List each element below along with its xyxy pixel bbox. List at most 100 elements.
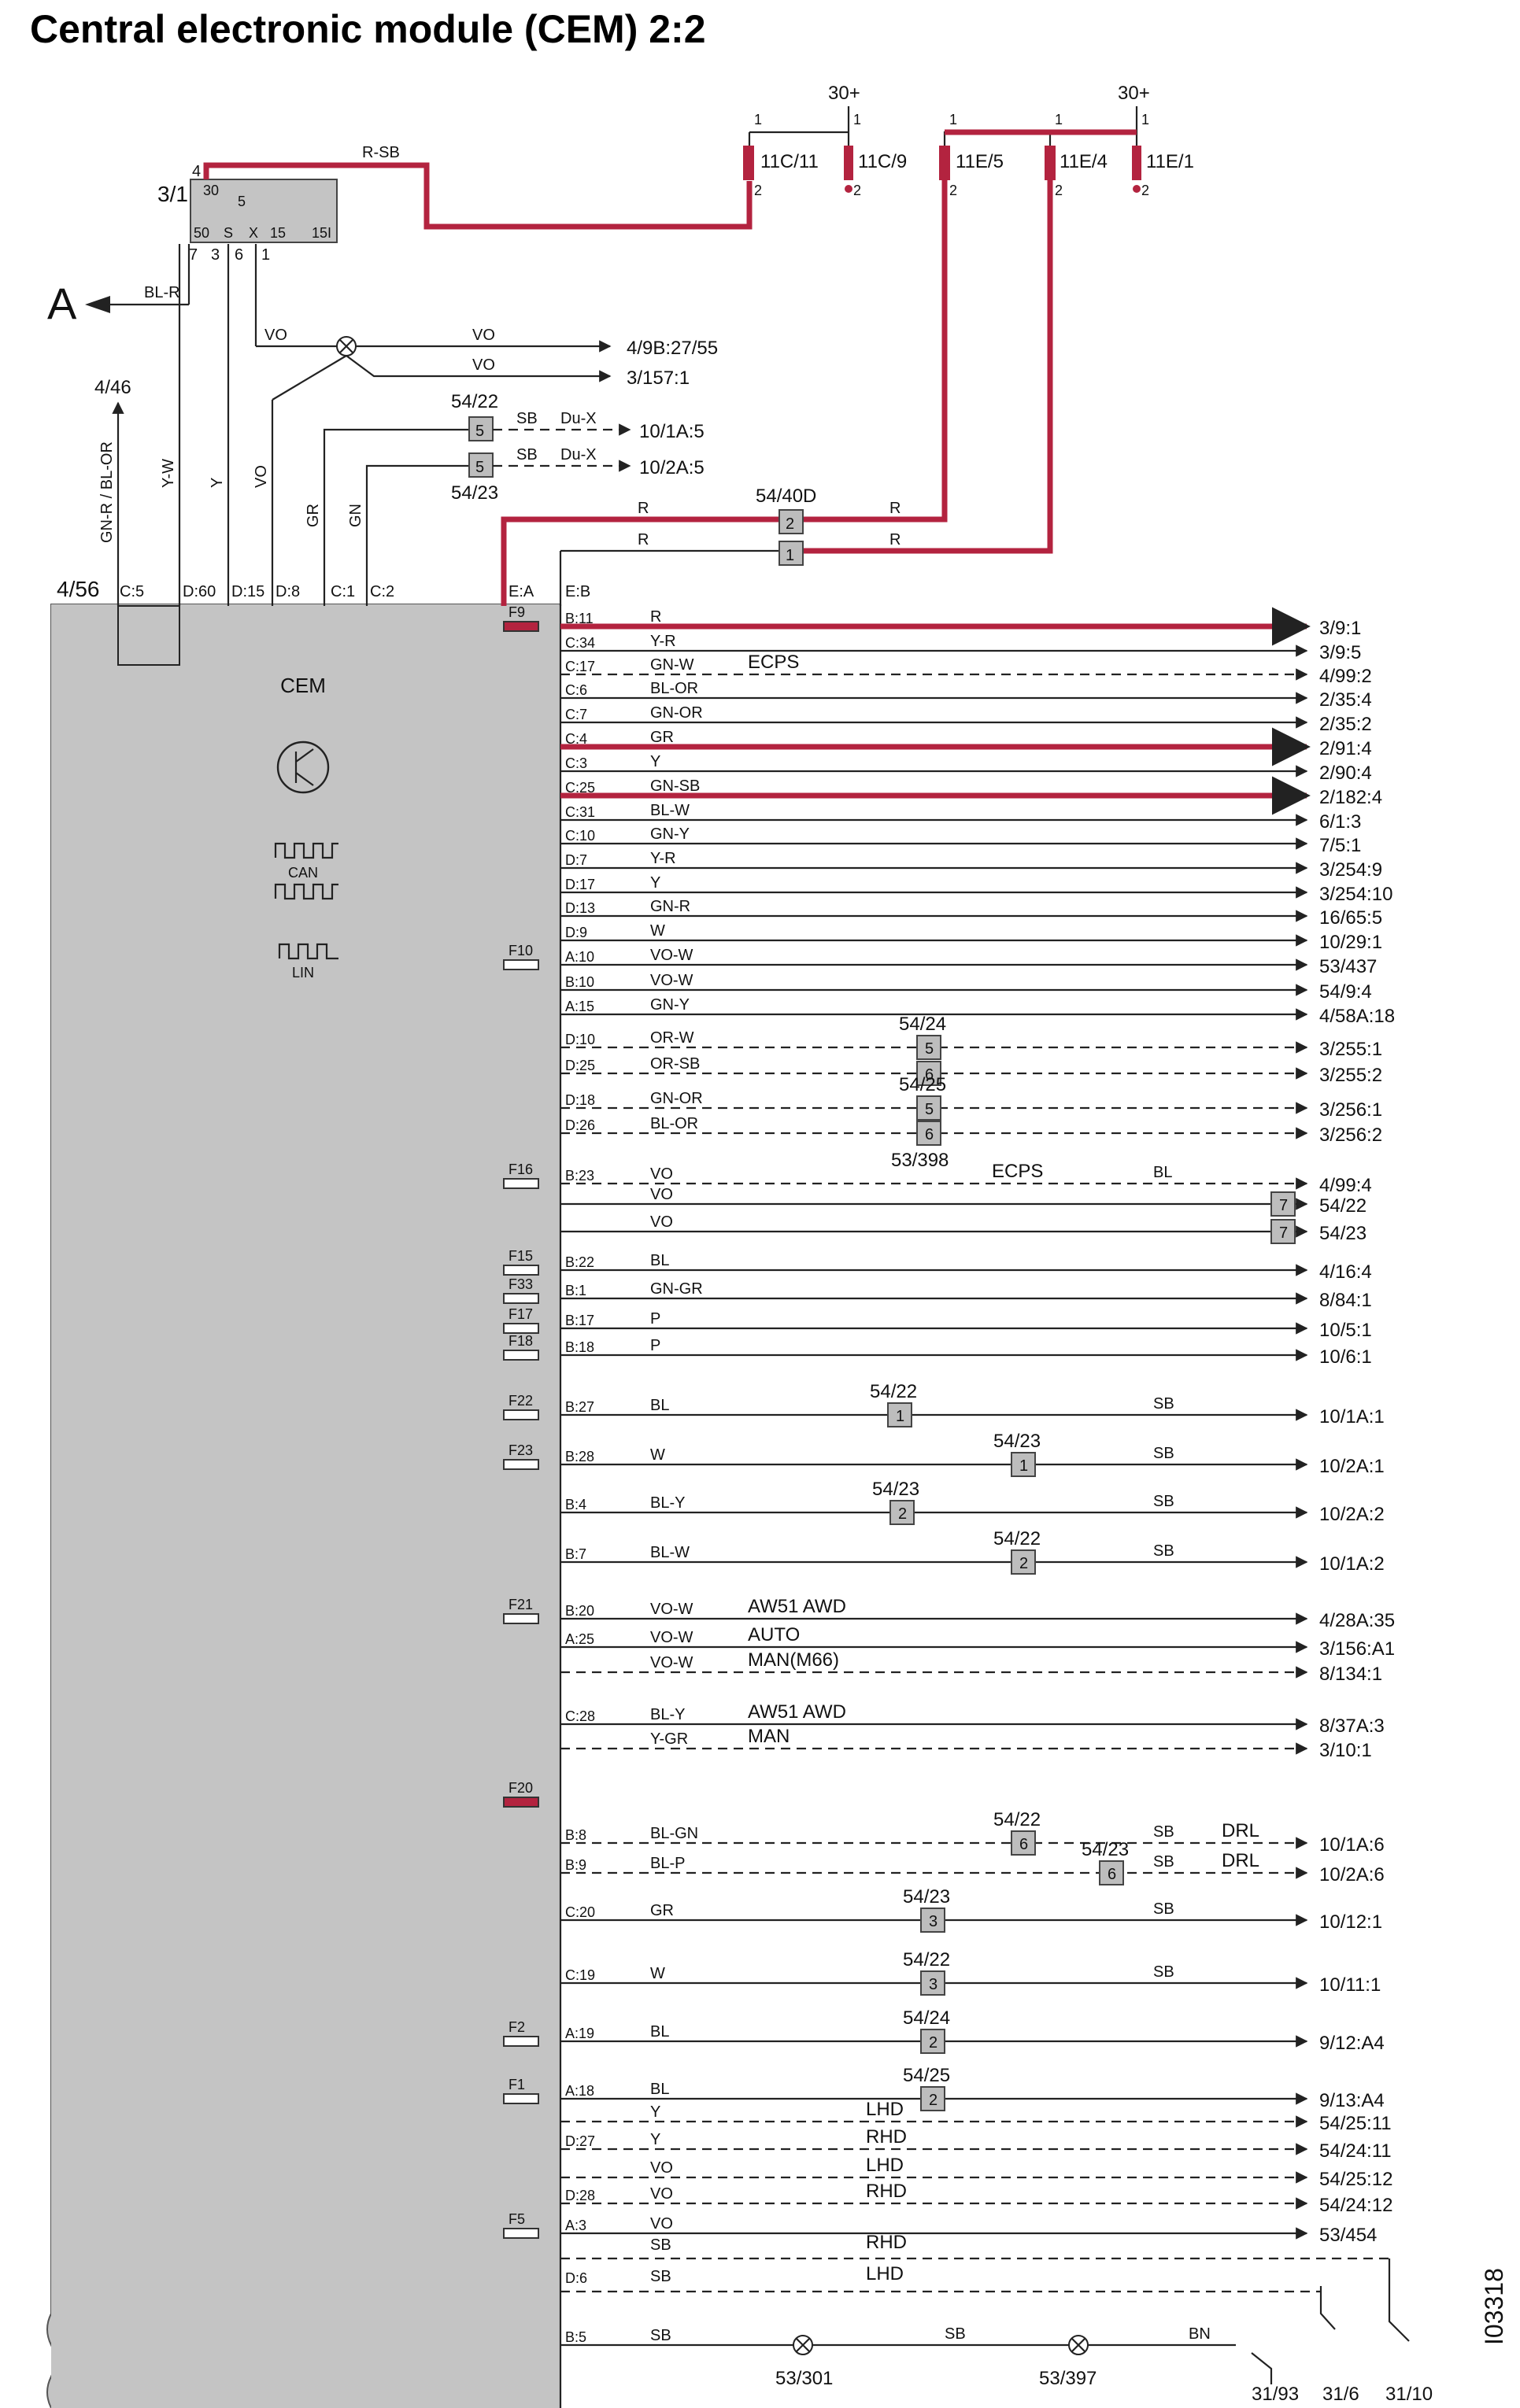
pin-label-8: C:31	[565, 804, 595, 820]
pin-2e: 2	[1141, 183, 1149, 198]
dest-label-30: 10/2A:2	[1319, 1504, 1385, 1525]
conn-pin-38: 6	[1019, 1836, 1028, 1853]
fuse-label-f20: F20	[509, 1780, 533, 1796]
conn-box-17	[916, 1035, 941, 1060]
wire2-30: SB	[1153, 1493, 1174, 1510]
dest-label-14: 53/437	[1319, 956, 1377, 977]
pin-2b: 2	[853, 183, 861, 198]
conn-label-41: 54/22	[903, 1949, 950, 1970]
vo-label-b: VO	[472, 327, 495, 344]
conn-box-42	[920, 2029, 945, 2054]
supply-right-label: 30+	[1118, 83, 1150, 104]
wire-color-16: GN-Y	[650, 996, 690, 1014]
dest-label-9: 7/5:1	[1319, 835, 1361, 856]
pin-label-0: B:11	[565, 611, 594, 626]
wire-color-22: VO	[650, 1186, 673, 1203]
dest-label-45: 54/24:11	[1319, 2140, 1392, 2162]
pin-label-35: C:28	[565, 1708, 595, 1724]
conn-label-29: 54/23	[993, 1431, 1041, 1452]
conn-box-23	[1270, 1219, 1296, 1244]
wire-color-3: BL-OR	[650, 680, 698, 697]
wire2-39: SB	[1153, 1853, 1174, 1871]
pin-label-14: A:10	[565, 949, 594, 965]
conn-box-29	[1011, 1452, 1036, 1477]
dest-label-12: 16/65:5	[1319, 907, 1382, 929]
dest-label-16: 4/58A:18	[1319, 1006, 1395, 1027]
conn-box-20	[916, 1121, 941, 1146]
y-label: Y	[209, 478, 226, 488]
wire-color-18: OR-SB	[650, 1055, 700, 1073]
yw-label: Y-W	[160, 459, 177, 488]
note-46: LHD	[866, 2155, 904, 2176]
wire2-31: SB	[1153, 1542, 1174, 1560]
bottom-c1: 53/301	[775, 2368, 833, 2389]
can-label: CAN	[288, 865, 318, 881]
wire-color-4: GN-OR	[650, 704, 703, 722]
pin-label-25: B:1	[565, 1283, 586, 1298]
dest-label-26: 10/5:1	[1319, 1320, 1372, 1341]
dest-label-34: 8/134:1	[1319, 1664, 1382, 1685]
note-21: ECPS	[992, 1161, 1043, 1182]
dest-label-8: 6/1:3	[1319, 811, 1361, 833]
wire-color-12: GN-R	[650, 898, 690, 915]
fuse-f21	[503, 1613, 539, 1624]
pin-label-15: B:10	[565, 974, 594, 990]
fuse-label-f21: F21	[509, 1597, 533, 1612]
wire-color-32: VO-W	[650, 1601, 693, 1618]
conn-pin-28: 1	[896, 1408, 904, 1425]
rp-x: X	[249, 225, 258, 241]
note-32: AW51 AWD	[748, 1596, 846, 1617]
wire-color-50: SB	[650, 2268, 671, 2285]
rp-50: 50	[194, 225, 209, 241]
r-label-1: R	[638, 500, 649, 517]
r-label-3: R	[638, 531, 649, 548]
connector-label: 4/56	[57, 577, 100, 601]
wire-color-7: GN-SB	[650, 777, 700, 795]
fuse-11e4	[1045, 146, 1056, 180]
pin-label-27: B:18	[565, 1339, 594, 1355]
pin-label-50: D:6	[565, 2270, 587, 2286]
fuse-label-f18: F18	[509, 1333, 533, 1349]
fuse-11c9	[844, 146, 853, 180]
fuse-f1	[503, 2093, 539, 2104]
dest-label-29: 10/2A:1	[1319, 1456, 1385, 1477]
vo-dest-2: 3/157:1	[627, 367, 690, 389]
pin-label-38: B:8	[565, 1827, 586, 1843]
conn-label-39: 54/23	[1082, 1839, 1129, 1860]
dest-label-27: 10/6:1	[1319, 1346, 1372, 1368]
conn-box-19	[916, 1095, 941, 1121]
pin-2d: 2	[1055, 183, 1063, 198]
conn-label-17: 54/24	[899, 1014, 946, 1035]
can-icon	[274, 842, 338, 900]
wire-color-21: VO	[650, 1165, 673, 1183]
dest-label-6: 2/90:4	[1319, 763, 1372, 784]
rp-1: 1	[261, 246, 270, 264]
fuse-11e1	[1132, 146, 1141, 180]
conn-pin-31: 2	[1019, 1555, 1028, 1572]
ground-31-6: 31/6	[1322, 2384, 1359, 2405]
note-45: RHD	[866, 2126, 907, 2148]
vo-label-a: VO	[264, 327, 287, 344]
conn-label-40: 54/23	[903, 1886, 950, 1908]
pin-label-20: D:26	[565, 1117, 595, 1133]
wire2-41: SB	[1153, 1963, 1174, 1981]
fuse-label-f9: F9	[509, 604, 525, 620]
conn-5440d-label: 54/40D	[756, 486, 816, 507]
wire-r-e-b	[787, 180, 1053, 554]
pin-label-7: C:25	[565, 780, 595, 796]
conn-pin-19: 5	[925, 1101, 934, 1118]
supply-left-label: 30+	[828, 83, 860, 104]
wire-color-9: GN-Y	[650, 825, 690, 843]
wire-color-43: BL	[650, 2081, 669, 2098]
pin-label-51: B:5	[565, 2329, 586, 2345]
pin-1e: 1	[1141, 112, 1149, 127]
dest-label-2: 4/99:2	[1319, 666, 1372, 687]
wire2-21: BL	[1153, 1164, 1172, 1181]
pin-label-33: A:25	[565, 1631, 594, 1647]
ground-31-10: 31/10	[1385, 2384, 1433, 2405]
dest-label-4: 2/35:2	[1319, 714, 1372, 735]
conn-label-38: 54/22	[993, 1809, 1041, 1830]
conn-pin-43: 2	[929, 2092, 938, 2109]
cem-label: CEM	[280, 674, 326, 697]
